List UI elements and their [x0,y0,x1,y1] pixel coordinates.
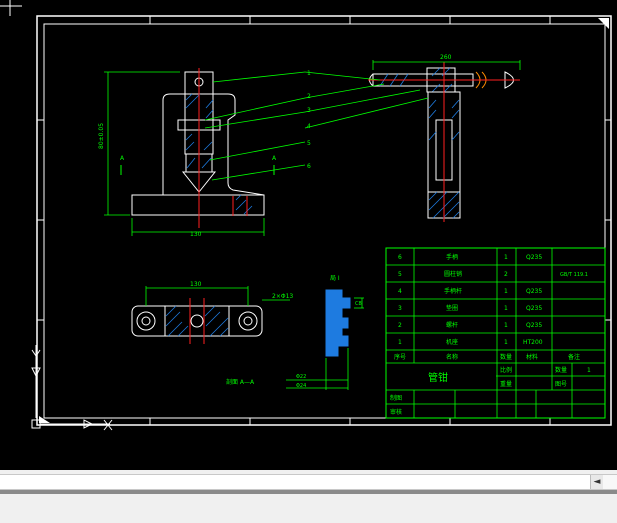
part-3-qty: 1 [504,305,508,312]
part-6-no: 6 [398,254,402,261]
part-2-material: Q235 [526,322,542,329]
part-6-name: 手柄 [446,253,458,261]
header-name: 名称 [446,353,458,361]
part-3-material: Q235 [526,305,542,312]
checked-label: 审核 [390,408,402,416]
part-1-qty: 1 [504,339,508,346]
part-2-no: 2 [398,322,402,329]
drawing-title: 管钳 [428,371,448,384]
dim-slot: C8 [355,301,362,307]
detail-profile[interactable]: 局 I C8 Φ22 Φ24 剖面 A—A [226,275,364,390]
scroll-right-button[interactable] [603,475,617,489]
part-3-name: 垫圈 [446,304,458,312]
section-mark-right: A [272,155,277,162]
dim-top-width: 130 [190,281,202,288]
part-1-material: HT200 [523,339,543,346]
part-1-name: 机座 [446,338,458,346]
callout-5: 5 [307,140,311,147]
section-label: 剖面 A—A [226,378,255,386]
dim-base-width: 130 [190,231,202,238]
drawn-label: 制图 [390,394,402,402]
scale-label: 比例 [500,366,512,374]
part-5-name: 圆柱销 [444,270,462,278]
part-6-material: Q235 [526,254,542,261]
part-2-name: 螺杆 [446,321,458,329]
ucs-crosshair-icon [0,0,22,16]
part-6-qty: 1 [504,254,508,261]
dim-bore: 2×Φ13 [272,293,293,300]
dim-b: Φ24 [296,383,306,389]
ucs-axis-icon [31,345,113,431]
dim-total-height: 80±0.05 [98,123,105,149]
callout-4: 4 [307,123,311,130]
header-qty: 数量 [500,353,512,361]
title-block[interactable]: 6 手柄 1 Q235 5 圆柱销 2 GB/T 119.1 4 手柄杆 1 Q… [385,247,606,419]
callout-1: 1 [307,70,311,77]
header-no: 序号 [394,353,406,361]
dim-handle-length: 260 [440,54,452,61]
part-5-qty: 2 [504,271,508,278]
header-material: 材料 [526,353,538,361]
weight-label: 重量 [500,380,512,388]
dim-a: Φ22 [296,374,306,380]
part-3-no: 3 [398,305,402,312]
callout-2: 2 [307,93,311,100]
part-1-no: 1 [398,339,402,346]
detail-label: 局 I [330,275,340,282]
part-4-qty: 1 [504,288,508,295]
part-4-no: 4 [398,288,402,295]
drawing-frame [36,15,612,426]
cad-drawing-canvas[interactable]: 80±0.05 130 1 2 3 4 5 6 A A [0,0,617,470]
part-5-no: 5 [398,271,402,278]
section-view-aa[interactable]: 130 2×Φ13 [131,281,293,344]
bottom-divider [0,490,617,494]
part-4-name: 手柄杆 [444,287,462,295]
count-value: 1 [587,367,591,374]
scroll-left-button[interactable]: ◄ [590,475,603,489]
part-2-qty: 1 [504,322,508,329]
section-mark-left: A [120,155,125,162]
part-5-remark: GB/T 119.1 [560,272,588,278]
header-remark: 备注 [568,353,580,361]
front-view[interactable]: 80±0.05 130 1 2 3 4 5 6 A A [98,68,311,238]
count-label: 数量 [555,366,567,374]
horizontal-scrollbar[interactable]: ◄ [0,474,617,490]
side-view[interactable]: 260 [304,54,521,222]
callout-3: 3 [307,107,311,114]
part-4-material: Q235 [526,288,542,295]
callout-6: 6 [307,163,311,170]
sheet-label: 图号 [555,381,567,388]
